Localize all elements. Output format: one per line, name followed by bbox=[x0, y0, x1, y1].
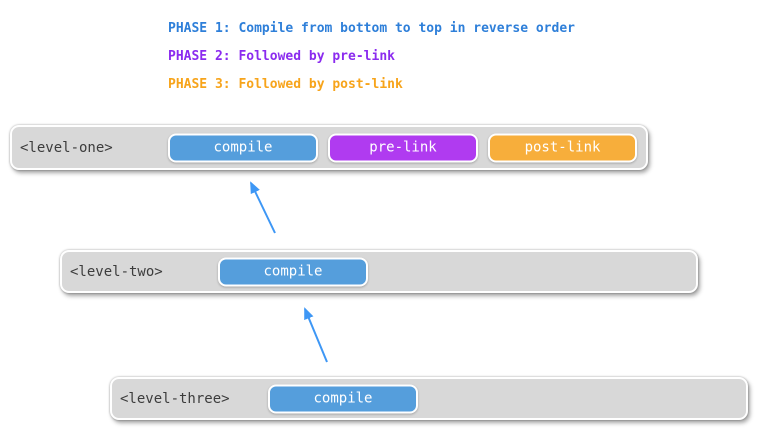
level-two-label: <level-two> bbox=[70, 263, 163, 280]
level-one-post-link-pill: post-link bbox=[488, 133, 637, 162]
phase-2-legend-text: PHASE 2: Followed by pre-link bbox=[168, 49, 395, 64]
flow-arrow-line bbox=[250, 181, 276, 234]
flow-arrow-line bbox=[304, 307, 328, 363]
phase-3-legend-text: PHASE 3: Followed by post-link bbox=[168, 77, 403, 92]
level-one-pre-link-pill: pre-link bbox=[328, 133, 478, 162]
level-three-label: <level-three> bbox=[120, 390, 230, 407]
level-one-label: <level-one> bbox=[20, 139, 113, 156]
level-one-box: <level-one> compile pre-link post-link bbox=[10, 125, 648, 170]
phase-1-legend-text: PHASE 1: Compile from bottom to top in r… bbox=[168, 21, 575, 36]
level-three-box: <level-three> compile bbox=[110, 377, 748, 420]
level-three-compile-pill: compile bbox=[268, 384, 418, 413]
level-two-box: <level-two> compile bbox=[60, 250, 698, 293]
level-one-compile-pill: compile bbox=[168, 133, 318, 162]
level-two-compile-pill: compile bbox=[218, 257, 368, 286]
